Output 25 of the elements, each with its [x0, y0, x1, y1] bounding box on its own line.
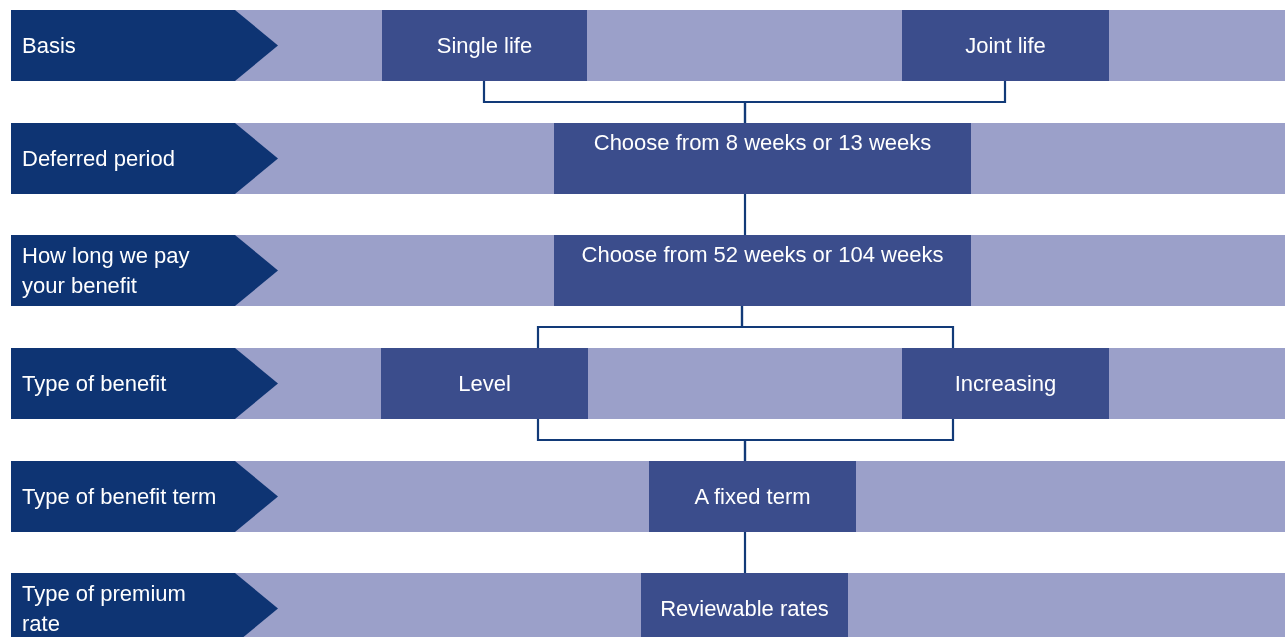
connector-line: [743, 81, 1007, 123]
row-heading: How long we pay your benefit: [22, 241, 191, 300]
row-heading: Basis: [22, 31, 77, 60]
row-heading: Type of benefit term: [22, 482, 218, 511]
connector-line: [743, 419, 955, 461]
connector-line: [743, 532, 747, 573]
row-heading: Deferred period: [22, 144, 176, 173]
arrow-label-tag: [11, 235, 278, 306]
arrow-label-tag: [11, 461, 278, 532]
row-heading: Type of benefit: [22, 369, 168, 398]
connector-line: [740, 306, 955, 348]
option-box: Choose from 52 weeks or 104 weeks: [554, 235, 971, 306]
connector-line: [743, 194, 747, 235]
option-box: Level: [381, 348, 588, 419]
option-box: Choose from 8 weeks or 13 weeks: [554, 123, 971, 194]
arrow-label-tag: [11, 10, 278, 81]
option-box: Single life: [382, 10, 587, 81]
option-box: Joint life: [902, 10, 1109, 81]
arrow-label-tag: [11, 573, 278, 637]
row-heading: Type of premium rate: [22, 579, 187, 637]
option-box: Increasing: [902, 348, 1109, 419]
arrow-label-tag: [11, 123, 278, 194]
option-box: A fixed term: [649, 461, 856, 532]
arrow-label-tag: [11, 348, 278, 419]
option-box: Reviewable rates: [641, 573, 848, 637]
